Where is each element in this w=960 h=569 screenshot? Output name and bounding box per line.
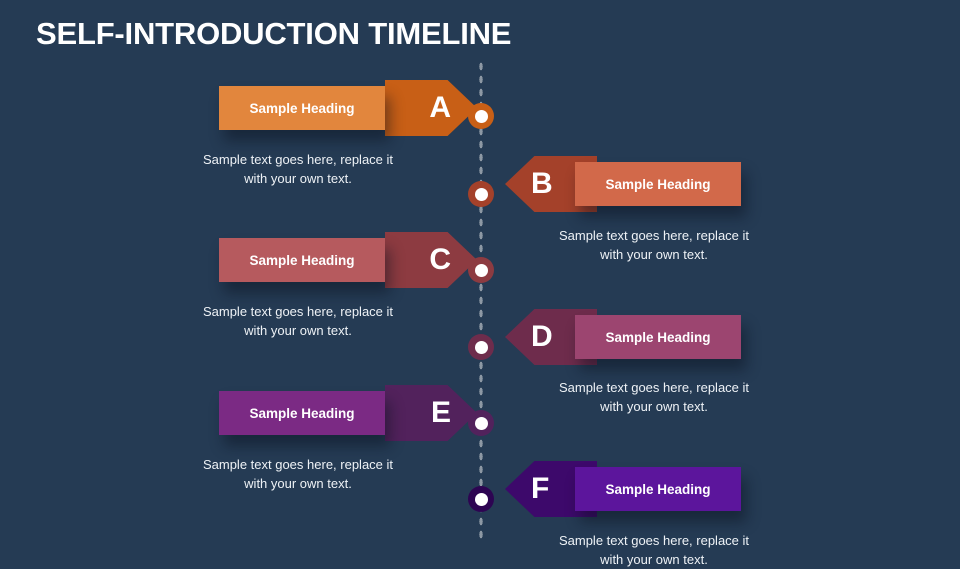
heading-box-f[interactable]: Sample Heading xyxy=(575,467,741,511)
step-letter-d: D xyxy=(531,320,553,353)
step-marker-e[interactable]: E xyxy=(385,385,477,441)
heading-box-e[interactable]: Sample Heading xyxy=(219,391,385,435)
heading-box-a[interactable]: Sample Heading xyxy=(219,86,385,130)
timeline-node-d[interactable] xyxy=(468,334,494,360)
body-text-b: Sample text goes here, replace it with y… xyxy=(558,228,750,262)
slide-canvas: SELF-INTRODUCTION TIMELINE A Sample Headi… xyxy=(36,16,750,567)
step-letter-c: C xyxy=(429,243,451,276)
heading-label: Sample Heading xyxy=(249,405,355,421)
body-text-f: Sample text goes here, replace it with y… xyxy=(558,533,750,567)
body-text-e: Sample text goes here, replace it with y… xyxy=(202,457,394,491)
node-core xyxy=(474,263,488,277)
step-letter-f: F xyxy=(531,472,550,505)
node-core xyxy=(474,416,488,430)
timeline-node-b[interactable] xyxy=(468,181,494,207)
heading-box-d[interactable]: Sample Heading xyxy=(575,315,741,359)
heading-box-c[interactable]: Sample Heading xyxy=(219,238,385,282)
node-core xyxy=(474,187,488,201)
body-text-c: Sample text goes here, replace it with y… xyxy=(202,304,394,338)
node-core xyxy=(474,340,488,354)
heading-label: Sample Heading xyxy=(605,481,711,497)
heading-label: Sample Heading xyxy=(605,329,711,345)
heading-label: Sample Heading xyxy=(249,252,355,268)
timeline-dotted-spine xyxy=(478,60,484,540)
step-marker-a[interactable]: A xyxy=(385,80,477,136)
timeline-node-f[interactable] xyxy=(468,486,494,512)
step-letter-a: A xyxy=(429,91,451,124)
heading-label: Sample Heading xyxy=(605,176,711,192)
node-core xyxy=(474,109,488,123)
step-letter-b: B xyxy=(531,167,553,200)
body-text-a: Sample text goes here, replace it with y… xyxy=(202,152,394,186)
heading-label: Sample Heading xyxy=(249,100,355,116)
page-title: SELF-INTRODUCTION TIMELINE xyxy=(36,16,512,51)
body-text-d: Sample text goes here, replace it with y… xyxy=(558,380,750,414)
node-core xyxy=(474,492,488,506)
step-letter-e: E xyxy=(430,396,451,429)
timeline-node-c[interactable] xyxy=(468,257,494,283)
heading-box-b[interactable]: Sample Heading xyxy=(575,162,741,206)
step-marker-c[interactable]: C xyxy=(385,232,477,288)
